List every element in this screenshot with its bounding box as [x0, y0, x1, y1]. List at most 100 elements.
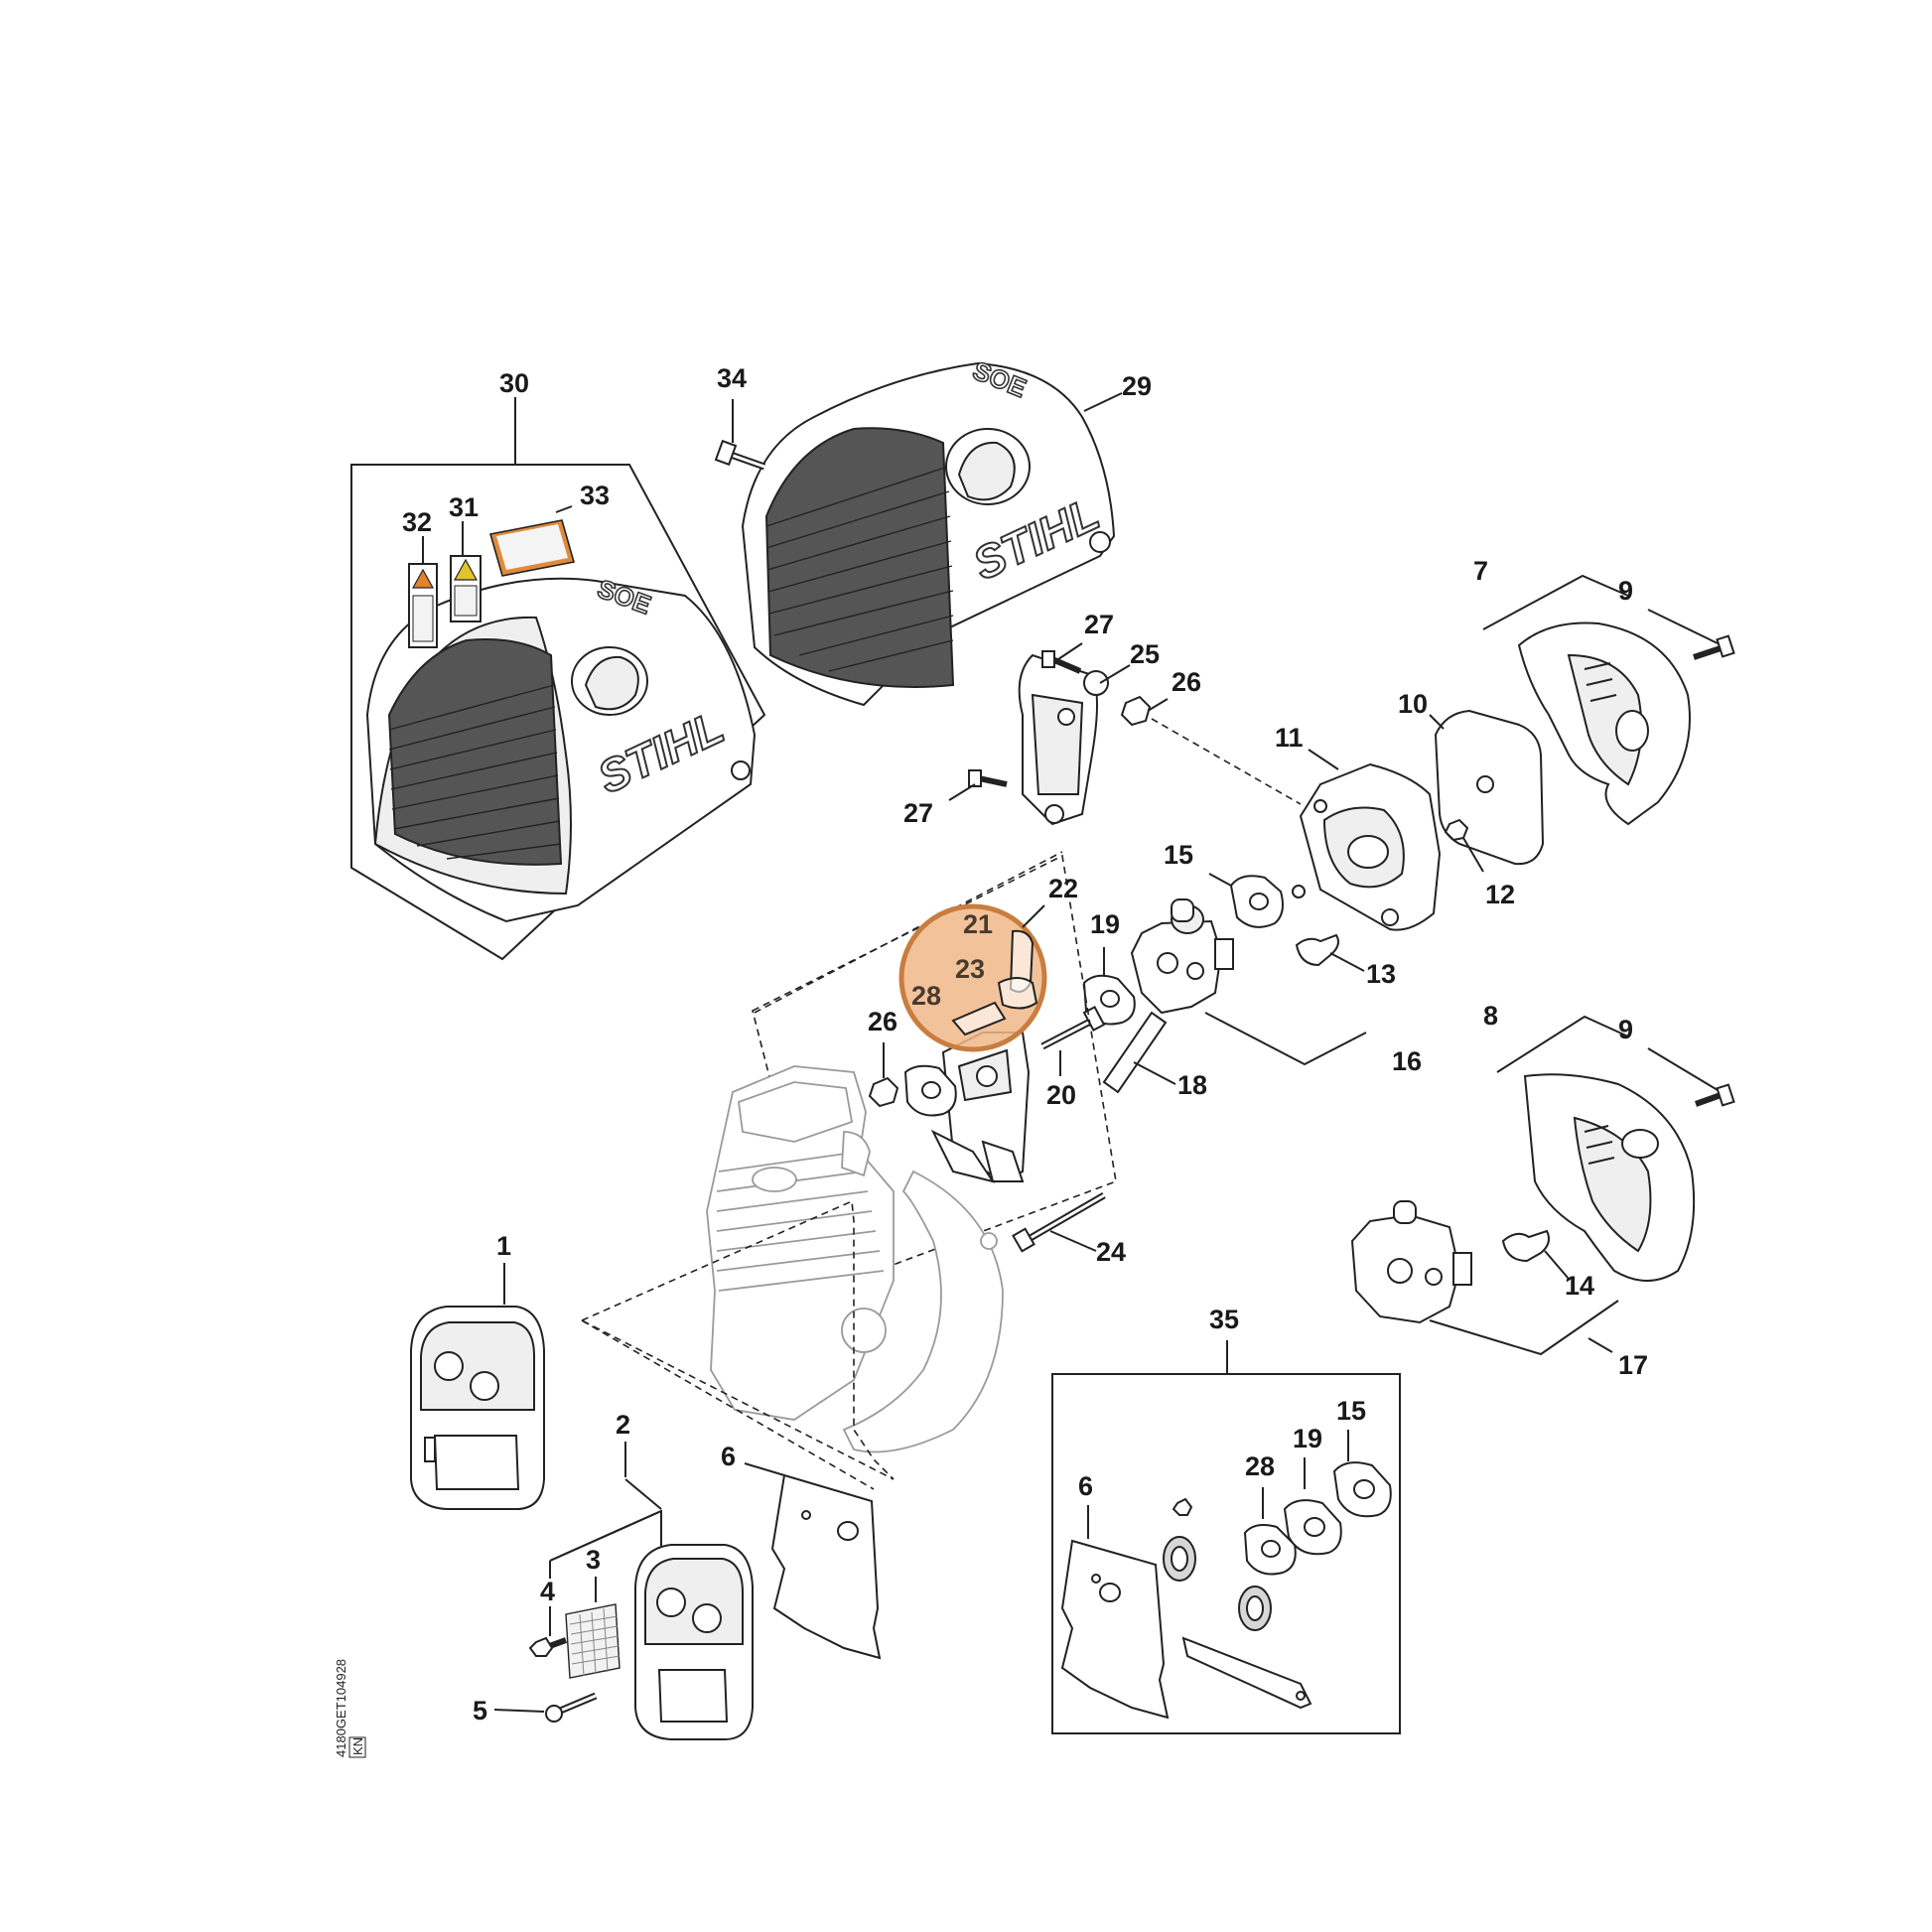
callout-20[interactable]: 20 — [1046, 1080, 1076, 1110]
nut-26-lower[interactable] — [868, 1076, 899, 1108]
leader-27a — [1057, 642, 1083, 660]
screw-9-lower[interactable] — [1694, 1083, 1735, 1107]
bracket-25[interactable] — [1018, 653, 1109, 826]
callout-28b[interactable]: 28 — [1245, 1451, 1275, 1481]
callout-5[interactable]: 5 — [473, 1696, 487, 1725]
kit-clip[interactable] — [1181, 1636, 1312, 1710]
leader-17b — [1587, 1337, 1613, 1353]
muffler-2[interactable] — [634, 1544, 754, 1740]
kit-heat-shield-6[interactable] — [1060, 1539, 1170, 1720]
callout-30[interactable]: 30 — [499, 368, 529, 398]
muffler-1[interactable] — [410, 1306, 545, 1510]
highlight-21-23-28[interactable]: 21 23 28 — [898, 903, 1047, 1052]
callout-3[interactable]: 3 — [586, 1545, 601, 1575]
kit-gasket-28[interactable] — [1243, 1524, 1297, 1576]
leader-6 — [744, 1462, 785, 1476]
callout-2[interactable]: 2 — [616, 1410, 630, 1440]
label-33[interactable] — [488, 519, 576, 577]
callout-9a[interactable]: 9 — [1618, 576, 1633, 606]
carburetor-17[interactable] — [1350, 1200, 1472, 1324]
callout-15b[interactable]: 15 — [1336, 1396, 1366, 1426]
filter-cover-7[interactable] — [1517, 621, 1691, 826]
gasket-28-lower[interactable] — [903, 1064, 957, 1117]
leader-13 — [1329, 952, 1365, 972]
lever-14[interactable] — [1501, 1229, 1550, 1263]
callout-25[interactable]: 25 — [1130, 639, 1160, 669]
callout-6[interactable]: 6 — [721, 1442, 736, 1471]
hose-18[interactable] — [1102, 1011, 1168, 1094]
leader-33 — [555, 505, 573, 513]
filter-10[interactable] — [1434, 709, 1545, 866]
callout-14[interactable]: 14 — [1565, 1271, 1594, 1301]
screen-3[interactable] — [565, 1603, 621, 1679]
drawing-code: 4180GET104928 KN — [334, 1659, 366, 1758]
shroud-29[interactable]: STIHL SOE — [741, 354, 1116, 707]
leader-2b — [624, 1478, 662, 1510]
callout-35[interactable]: 35 — [1209, 1305, 1239, 1334]
leader-15a — [1208, 873, 1232, 887]
callout-23[interactable]: 23 — [955, 954, 985, 984]
kit-30-group: 30 STIHL SOE — [350, 368, 766, 961]
callout-27a[interactable]: 27 — [1084, 610, 1114, 639]
callout-17[interactable]: 17 — [1618, 1350, 1648, 1380]
screw-24[interactable] — [1012, 1191, 1106, 1253]
callout-12[interactable]: 12 — [1485, 880, 1515, 909]
gasket-15-upper[interactable] — [1229, 875, 1284, 928]
screw-4[interactable] — [528, 1636, 568, 1657]
callout-27b[interactable]: 27 — [903, 798, 933, 828]
screw-5[interactable] — [545, 1692, 598, 1723]
callout-7[interactable]: 7 — [1473, 556, 1488, 586]
callout-32[interactable]: 32 — [402, 507, 432, 537]
leader-16 — [1204, 1012, 1367, 1066]
callout-19b[interactable]: 19 — [1293, 1424, 1322, 1453]
leader-18 — [1133, 1061, 1176, 1085]
callout-26b[interactable]: 26 — [868, 1007, 897, 1036]
lever-13[interactable] — [1295, 933, 1339, 967]
callout-29[interactable]: 29 — [1122, 371, 1152, 401]
callout-31[interactable]: 31 — [449, 492, 479, 522]
carburetor-16[interactable] — [1130, 898, 1234, 1015]
shroud-30[interactable]: STIHL SOE — [365, 573, 757, 923]
callout-6b[interactable]: 6 — [1078, 1471, 1093, 1501]
callout-34[interactable]: 34 — [717, 363, 747, 393]
callout-19a[interactable]: 19 — [1090, 909, 1120, 939]
callout-18[interactable]: 18 — [1177, 1070, 1207, 1100]
callout-21[interactable]: 21 — [963, 909, 993, 939]
leader-11 — [1308, 749, 1339, 770]
kit-gasket-15[interactable] — [1332, 1461, 1392, 1518]
cover-8[interactable] — [1523, 1073, 1696, 1282]
callout-8[interactable]: 8 — [1483, 1001, 1498, 1031]
leader-5 — [493, 1709, 545, 1713]
dash-intake-top — [754, 851, 1063, 1014]
leader-27b — [948, 783, 976, 801]
dash-engine — [580, 1199, 895, 1480]
callout-1[interactable]: 1 — [496, 1231, 511, 1261]
leader-25 — [1099, 664, 1131, 684]
screw-27-upper[interactable] — [1041, 650, 1082, 674]
heat-shield-6[interactable] — [770, 1473, 882, 1660]
callout-33[interactable]: 33 — [580, 481, 610, 510]
callout-13[interactable]: 13 — [1366, 959, 1396, 989]
filter-base-11[interactable] — [1299, 762, 1442, 931]
nut-26-upper[interactable] — [1120, 695, 1152, 727]
warning-label-32[interactable] — [408, 563, 438, 648]
callout-22[interactable]: 22 — [1048, 874, 1078, 903]
callout-10[interactable]: 10 — [1398, 689, 1428, 719]
screw-20[interactable] — [1040, 1006, 1106, 1050]
warning-label-31[interactable] — [450, 555, 482, 622]
callout-28a[interactable]: 28 — [911, 981, 941, 1011]
callout-11[interactable]: 11 — [1275, 723, 1304, 753]
highlight-circle — [898, 903, 1047, 1052]
callout-15a[interactable]: 15 — [1164, 840, 1193, 870]
screw-27-lower[interactable] — [968, 769, 1008, 787]
callout-9b[interactable]: 9 — [1618, 1015, 1633, 1044]
drawing-code-text: 4180GET104928 — [334, 1659, 348, 1757]
callout-26a[interactable]: 26 — [1172, 667, 1201, 697]
callout-24[interactable]: 24 — [1096, 1237, 1126, 1267]
screw-34[interactable] — [714, 439, 766, 471]
callout-4[interactable]: 4 — [540, 1577, 555, 1606]
kit-rubber-sleeve[interactable] — [1163, 1497, 1272, 1631]
callout-16[interactable]: 16 — [1392, 1046, 1422, 1076]
screw-9-upper[interactable] — [1693, 634, 1735, 660]
kit-gasket-19[interactable] — [1283, 1499, 1342, 1556]
